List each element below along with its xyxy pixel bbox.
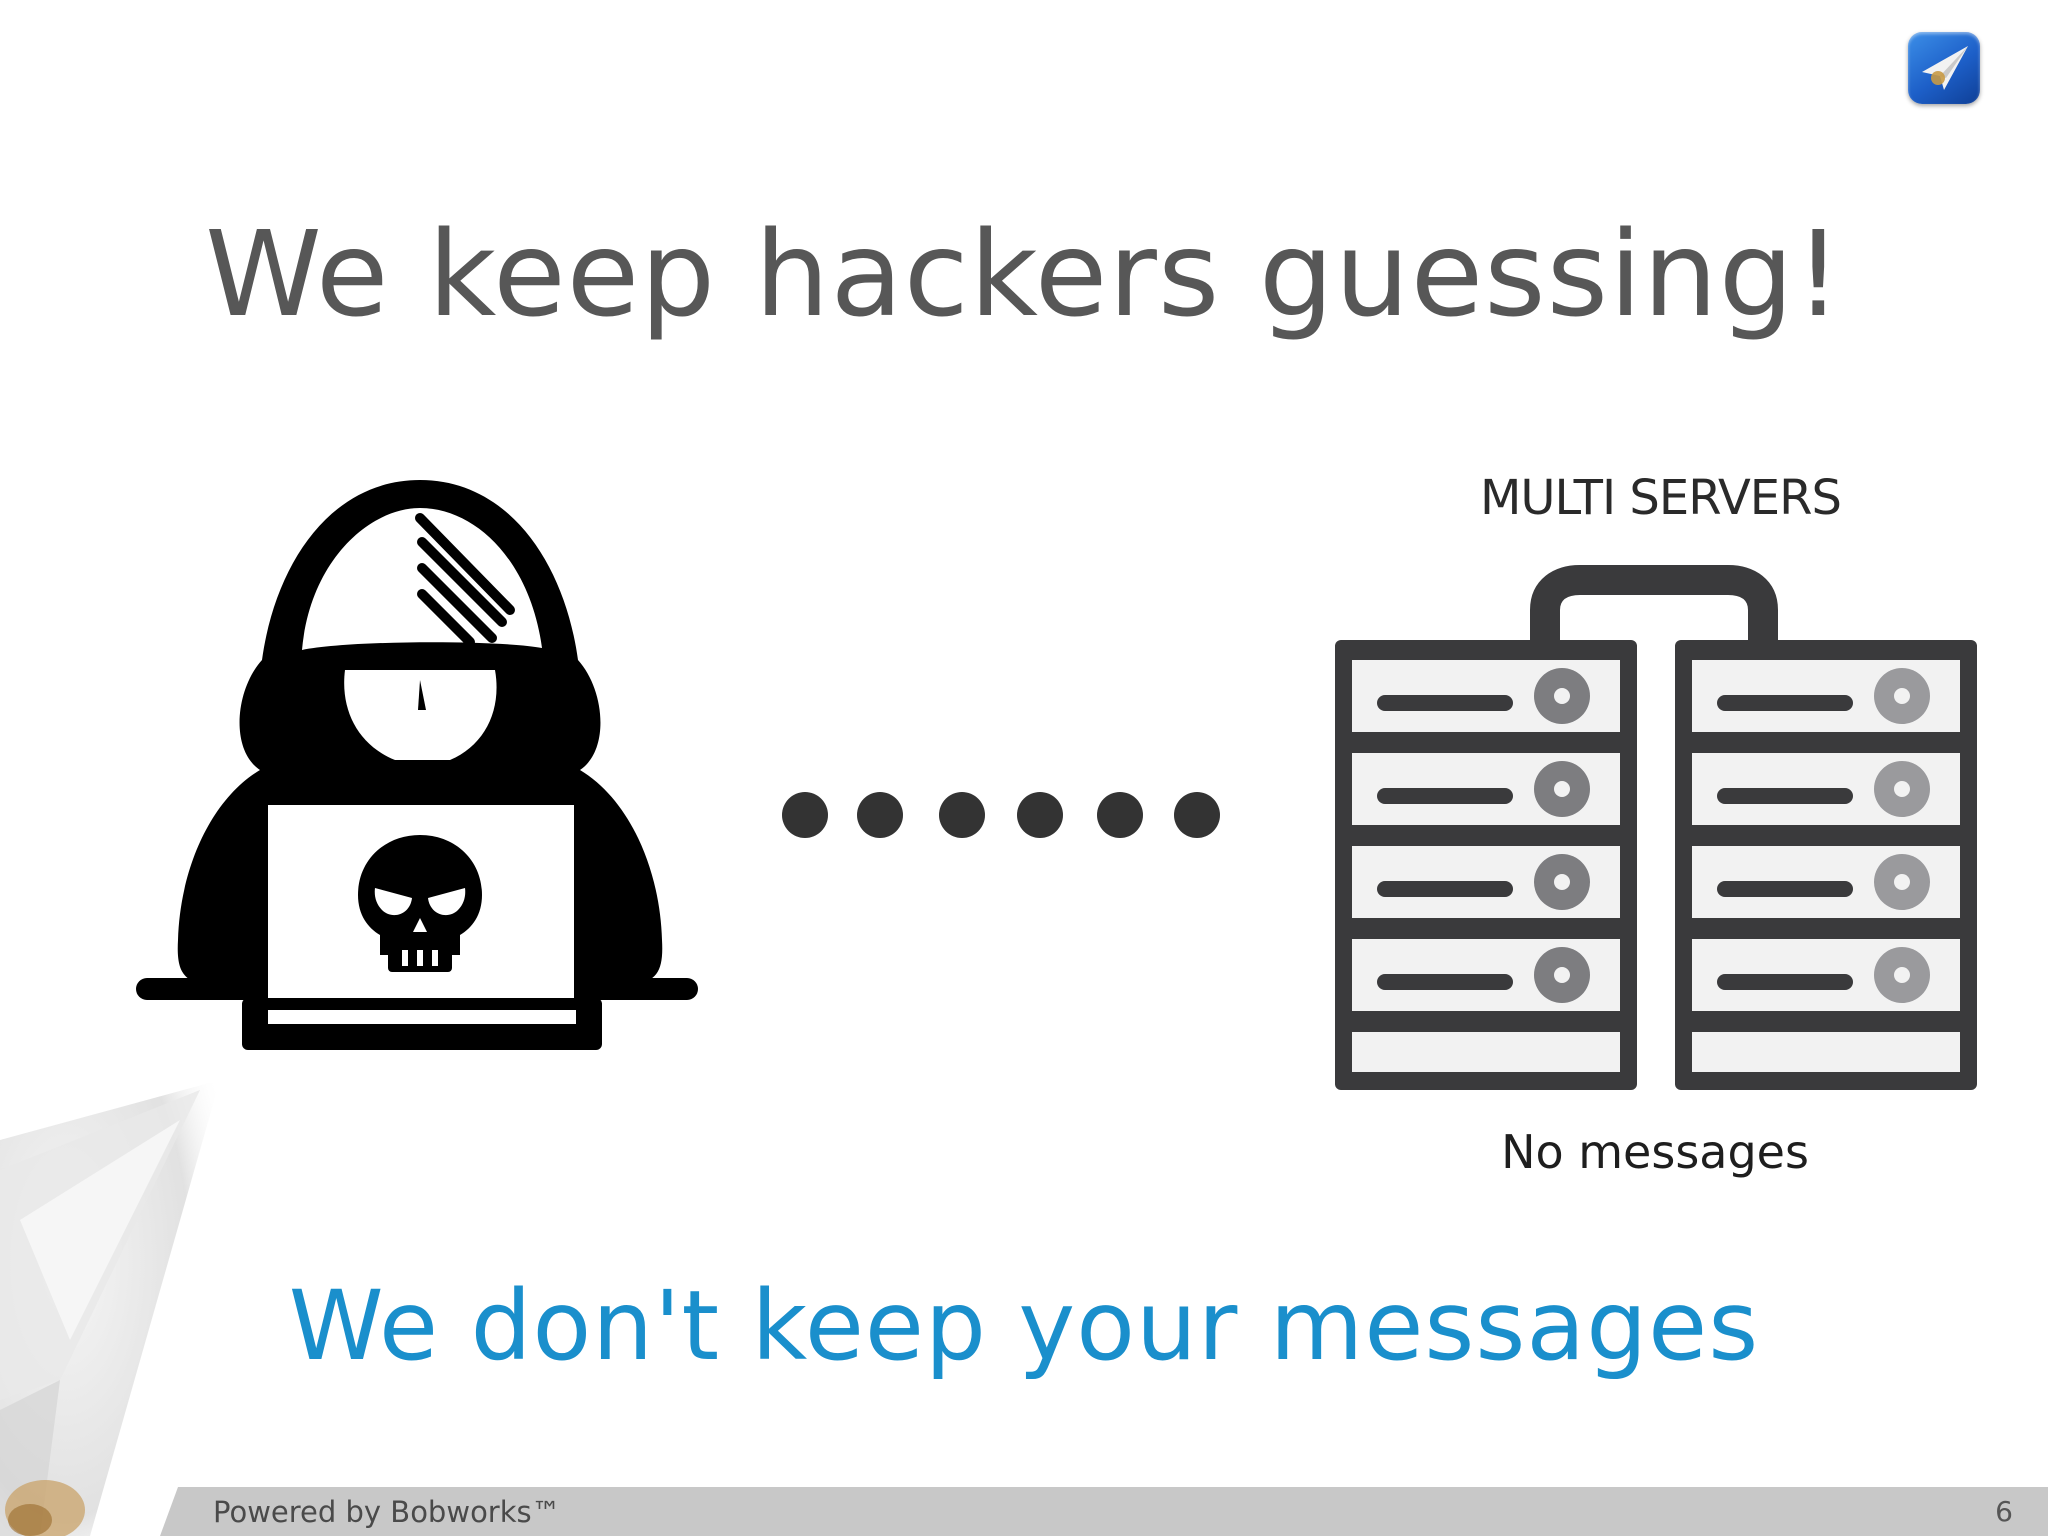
hooded-hacker-icon — [136, 480, 698, 1050]
page-number: 6 — [1995, 1495, 2013, 1528]
paper-plane-app-icon — [1908, 32, 1980, 104]
server-rack-icon — [1335, 565, 1977, 1090]
slide-tagline: We don't keep your messages — [288, 1270, 1760, 1382]
dotted-connection-icon — [782, 792, 1220, 838]
paper-plane-icon — [0, 1080, 220, 1536]
footer-bar — [160, 1487, 2048, 1536]
server-rack-left — [1335, 640, 1637, 1090]
servers-caption: No messages — [1501, 1125, 1809, 1179]
footer-text: Powered by Bobworks™ — [213, 1495, 561, 1529]
slide-title: We keep hackers guessing! — [205, 205, 1843, 343]
server-rack-right — [1675, 640, 1977, 1090]
servers-label: MULTI SERVERS — [1480, 470, 1842, 526]
skull-icon — [358, 835, 482, 972]
app-logo-plane-icon — [1922, 46, 1968, 90]
